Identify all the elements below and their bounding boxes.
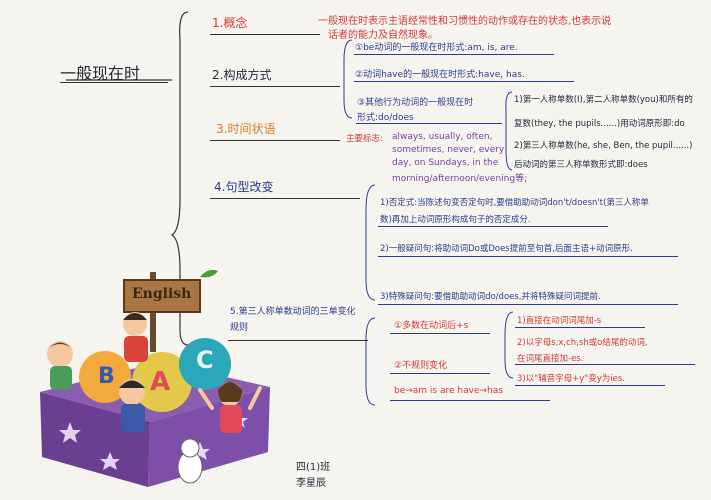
formation-be: ①be动词的一般现在时形式:am, is, are. <box>355 43 518 53</box>
rule-regular: ①多数在动词后+s <box>394 321 469 331</box>
negative-line <box>378 226 608 227</box>
special-question: 3)特殊疑问句:要借助助动词do/does,并将特殊疑问词提前. <box>380 292 601 302</box>
concept-line2: 话者的能力及自然现象。 <box>328 30 438 41</box>
concept-line1: 一般现在时表示主语经常性和习惯性的动作或存在的状态,也表示说 <box>318 16 612 27</box>
negative-1: 1)否定式:当陈述句变否定句时,要借助助动词don't/doesn't(第三人称… <box>380 198 649 208</box>
formation-other-line <box>356 123 502 124</box>
branch-formation-line <box>210 86 340 87</box>
formation-have-line <box>354 81 574 82</box>
formation-sub1-1: 1)第一人称单数(I),第二人称单数(you)和所有的 <box>514 95 693 105</box>
time-line4: morning/afternoon/evening等; <box>392 174 528 184</box>
general-question-line <box>378 256 678 257</box>
irregular-line <box>390 400 550 401</box>
suffix-rule-1: 1)直接在动词词尾加-s <box>517 316 602 326</box>
ball-letter-c: C <box>196 346 214 374</box>
root-underline <box>60 82 168 83</box>
suffix-rule-2-1: 2)以字母s,x,ch,sh或o结尾的动词, <box>517 338 648 348</box>
formation-sub2-1: 2)第三人称单数(he, she, Ben, the pupil......) <box>514 141 693 151</box>
suffix-rule-2-line <box>515 364 695 365</box>
formation-be-line <box>354 54 554 55</box>
signature-name: 李星辰 <box>296 478 326 489</box>
rule-irregular-line <box>390 373 490 374</box>
suffix-rule-3-line <box>515 385 665 386</box>
branch-third-line <box>228 340 368 341</box>
branch-concept-line <box>210 34 320 35</box>
root-title: 一般现在时 <box>60 64 141 83</box>
negative-2: 数)再加上动词原形构成句子的否定成分. <box>380 215 531 225</box>
ball-letter-b: B <box>98 364 115 389</box>
rule-irregular: ②不规则变化 <box>394 361 448 371</box>
signature-class: 四(1)班 <box>296 462 331 473</box>
special-question-line <box>378 304 678 305</box>
branch-formation: 2.构成方式 <box>212 68 272 82</box>
formation-have: ②动词have的一般现在时形式:have, has. <box>355 70 525 80</box>
suffix-rule-3: 3)以"辅音字母+y"变y为ies. <box>517 374 625 384</box>
rule-regular-line <box>390 333 490 334</box>
time-line1: always, usually, often, <box>392 132 493 142</box>
branch-time-line <box>210 140 340 141</box>
branch-third-person: 5.第三人称单数动词的三单变化规则 <box>230 307 356 333</box>
suffix-rule-1-line <box>515 327 645 328</box>
formation-other-1: ③其他行为动词的一般现在时 <box>357 98 474 108</box>
time-label: 主要标志: <box>346 134 383 144</box>
branch-time-adverbs: 3.时间状语 <box>216 122 276 136</box>
time-line3: day, on Sundays, in the <box>392 158 499 168</box>
suffix-rule-2-2: 在词尾直接加-es. <box>517 354 584 364</box>
branch-sentence-line <box>210 198 360 199</box>
kids-box-illustration <box>40 269 270 487</box>
formation-sub1-2: 复数(they, the pupils......)用动词原形即:do <box>514 119 685 129</box>
branch-concept: 1.概念 <box>212 16 248 30</box>
irregular-examples: be→am is are have→has <box>394 386 503 396</box>
sign-english: English <box>132 286 192 302</box>
formation-sub2-2: 后动词的第三人称单数形式即:does <box>514 160 648 170</box>
formation-other-2: 形式:do/does <box>357 113 414 123</box>
ball-letter-a: A <box>150 367 171 397</box>
time-line2: sometimes, never, every <box>392 145 505 155</box>
general-question: 2)一般疑问句:将助动词Do或Does提前至句首,后面主语+动词原形. <box>380 244 633 254</box>
branch-sentence-change: 4.句型改变 <box>214 180 274 194</box>
